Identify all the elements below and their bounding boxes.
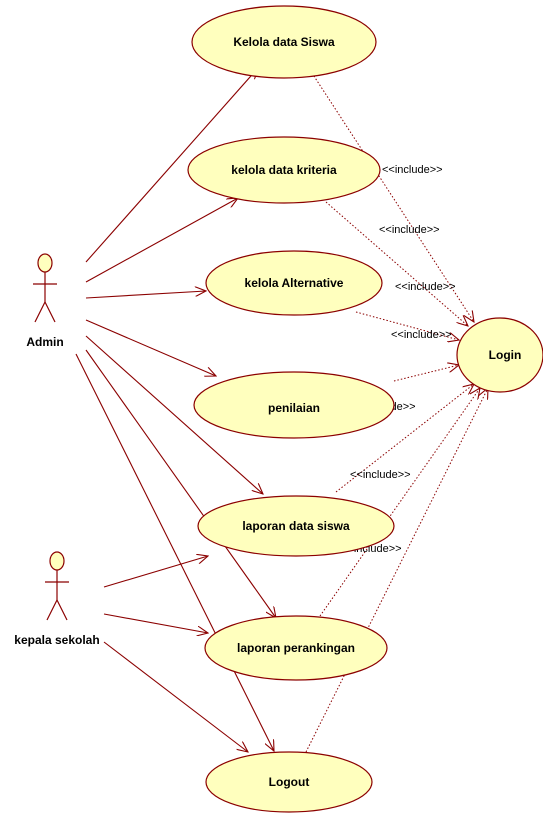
actor-leg — [56, 599, 68, 621]
actor-leg — [34, 301, 46, 323]
kepala-associations — [103, 556, 248, 752]
actor-leg — [46, 599, 58, 621]
actor-kepala-sekolah[interactable]: kepala sekolah — [14, 551, 100, 647]
include-label: <<include>> — [382, 164, 443, 176]
include-logout-login — [305, 388, 488, 753]
include-penilaian-login — [393, 365, 459, 382]
actor-label: Admin — [26, 335, 63, 349]
use-case-label: penilaian — [268, 401, 320, 415]
include-dependencies — [305, 69, 488, 753]
use-case-login[interactable]: Login — [456, 317, 543, 393]
use-case-kelola-kriteria[interactable]: kelola data kriteria — [187, 136, 381, 204]
use-case-label: kelola data kriteria — [231, 163, 337, 177]
use-case-penilaian[interactable]: penilaian — [193, 371, 395, 439]
include-laporan-siswa-login — [335, 384, 474, 493]
use-case-label: laporan data siswa — [242, 519, 350, 533]
assoc-admin-kelola-alternative — [85, 291, 206, 299]
assoc-admin-logout — [75, 353, 274, 751]
include-label: <<include>> — [350, 469, 411, 481]
assoc-kepala-laporan-siswa — [103, 556, 208, 588]
include-kelola-alternative-login — [355, 311, 459, 340]
include-label: <<include>> — [391, 329, 452, 341]
admin-associations — [75, 68, 276, 751]
assoc-kepala-logout — [103, 641, 248, 752]
use-case-kelola-alternative[interactable]: kelola Alternative — [205, 250, 383, 316]
use-case-logout[interactable]: Logout — [205, 751, 373, 813]
use-case-laporan-rank[interactable]: laporan perankingan — [204, 615, 388, 681]
assoc-admin-kelola-siswa — [85, 68, 258, 263]
assoc-admin-kelola-kriteria — [85, 198, 238, 283]
include-label: <<include>> — [395, 281, 456, 293]
use-case-label: Kelola data Siswa — [233, 35, 335, 49]
actor-head — [49, 551, 65, 571]
use-case-label: kelola Alternative — [245, 276, 344, 290]
include-kelola-siswa-login — [309, 69, 474, 322]
use-case-laporan-siswa[interactable]: laporan data siswa — [197, 495, 395, 557]
use-case-label: Logout — [269, 775, 310, 789]
assoc-kepala-laporan-rank — [103, 613, 208, 633]
include-laporan-rank-login — [319, 388, 480, 617]
assoc-admin-laporan-siswa — [85, 335, 263, 494]
actor-leg — [44, 301, 56, 323]
include-label: <<include>> — [379, 224, 440, 236]
actor-label: kepala sekolah — [14, 633, 99, 647]
include-labels: <<include>> <<include>> <<include>> <<in… — [341, 164, 456, 555]
actor-admin[interactable]: Admin — [26, 253, 64, 349]
assoc-admin-penilaian — [85, 319, 216, 376]
use-case-label: Login — [489, 348, 522, 362]
actor-head — [37, 253, 53, 273]
assoc-admin-laporan-rank — [85, 349, 276, 618]
use-case-kelola-siswa[interactable]: Kelola data Siswa — [191, 5, 377, 79]
use-case-label: laporan perankingan — [237, 641, 355, 655]
